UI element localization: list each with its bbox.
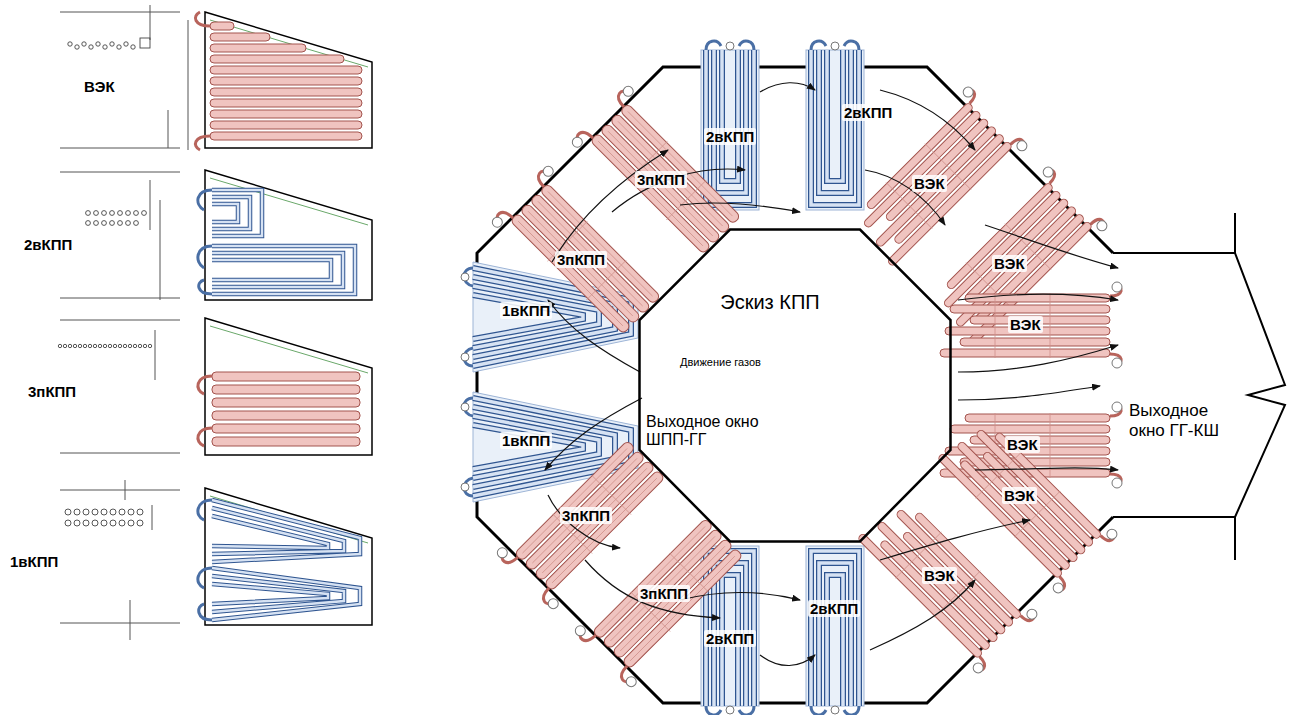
node-text: Выходное окно ГГ-КШ (1129, 401, 1233, 442)
inner-octagon: Эскиз КПП (638, 228, 952, 543)
2v-kpp-sketch (60, 170, 372, 300)
part-label: 1вКПП (500, 302, 552, 319)
exit-window: Выходное окно ГГ-КШ (1113, 253, 1235, 517)
part-label: 2вКПП (842, 104, 894, 121)
part-label: 3пКПП (26, 383, 78, 400)
part-label: ВЭК (1008, 316, 1043, 333)
gas-flow-arrows (545, 83, 1118, 666)
part-label: 3пКПП (638, 585, 690, 602)
part-label: ВЭК (1002, 487, 1037, 504)
part-label: 2вКПП (704, 630, 756, 647)
tube-bundles (461, 41, 1122, 715)
3p-kpp-sketch (58, 318, 372, 455)
part-label: 3пКПП (555, 251, 607, 268)
part-label: 2вКПП (704, 128, 756, 145)
part-label: 2вКПП (22, 236, 74, 253)
part-label: 1вКПП (8, 553, 60, 570)
node-text: Эскиз КПП (638, 290, 902, 314)
furnace-outline (477, 67, 1285, 703)
part-label: ВЭК (912, 175, 947, 192)
part-label: ВЭК (1005, 436, 1040, 453)
1v-kpp-sketch (60, 480, 372, 640)
part-label: 2вКПП (808, 600, 860, 617)
part-label: ВЭК (82, 78, 117, 95)
part-label: 3пКПП (635, 171, 687, 188)
octagon-outline (638, 228, 952, 543)
octagon-shape (640, 230, 951, 542)
vek-sketch (60, 5, 372, 150)
part-label: Выходное окно ШПП-ГГ (644, 413, 773, 450)
part-label: 1вКПП (500, 432, 552, 449)
part-label: ВЭК (922, 567, 957, 584)
part-label: 3пКПП (560, 507, 612, 524)
part-label: ВЭК (992, 255, 1027, 272)
part-label: Движение газов (678, 356, 763, 369)
